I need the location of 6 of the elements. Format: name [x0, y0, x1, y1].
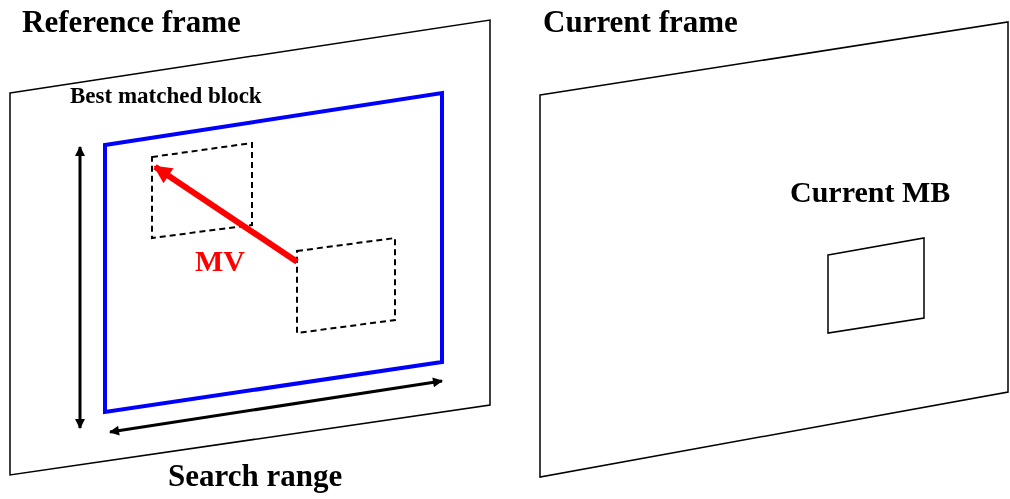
block-label: Best matched block	[70, 83, 262, 109]
arrow	[153, 164, 299, 265]
block-title: Current MB	[790, 175, 951, 209]
frame-title: Current frame	[543, 4, 738, 40]
frame-title: Reference frame	[22, 4, 241, 40]
axis-label: Search range	[168, 458, 343, 494]
